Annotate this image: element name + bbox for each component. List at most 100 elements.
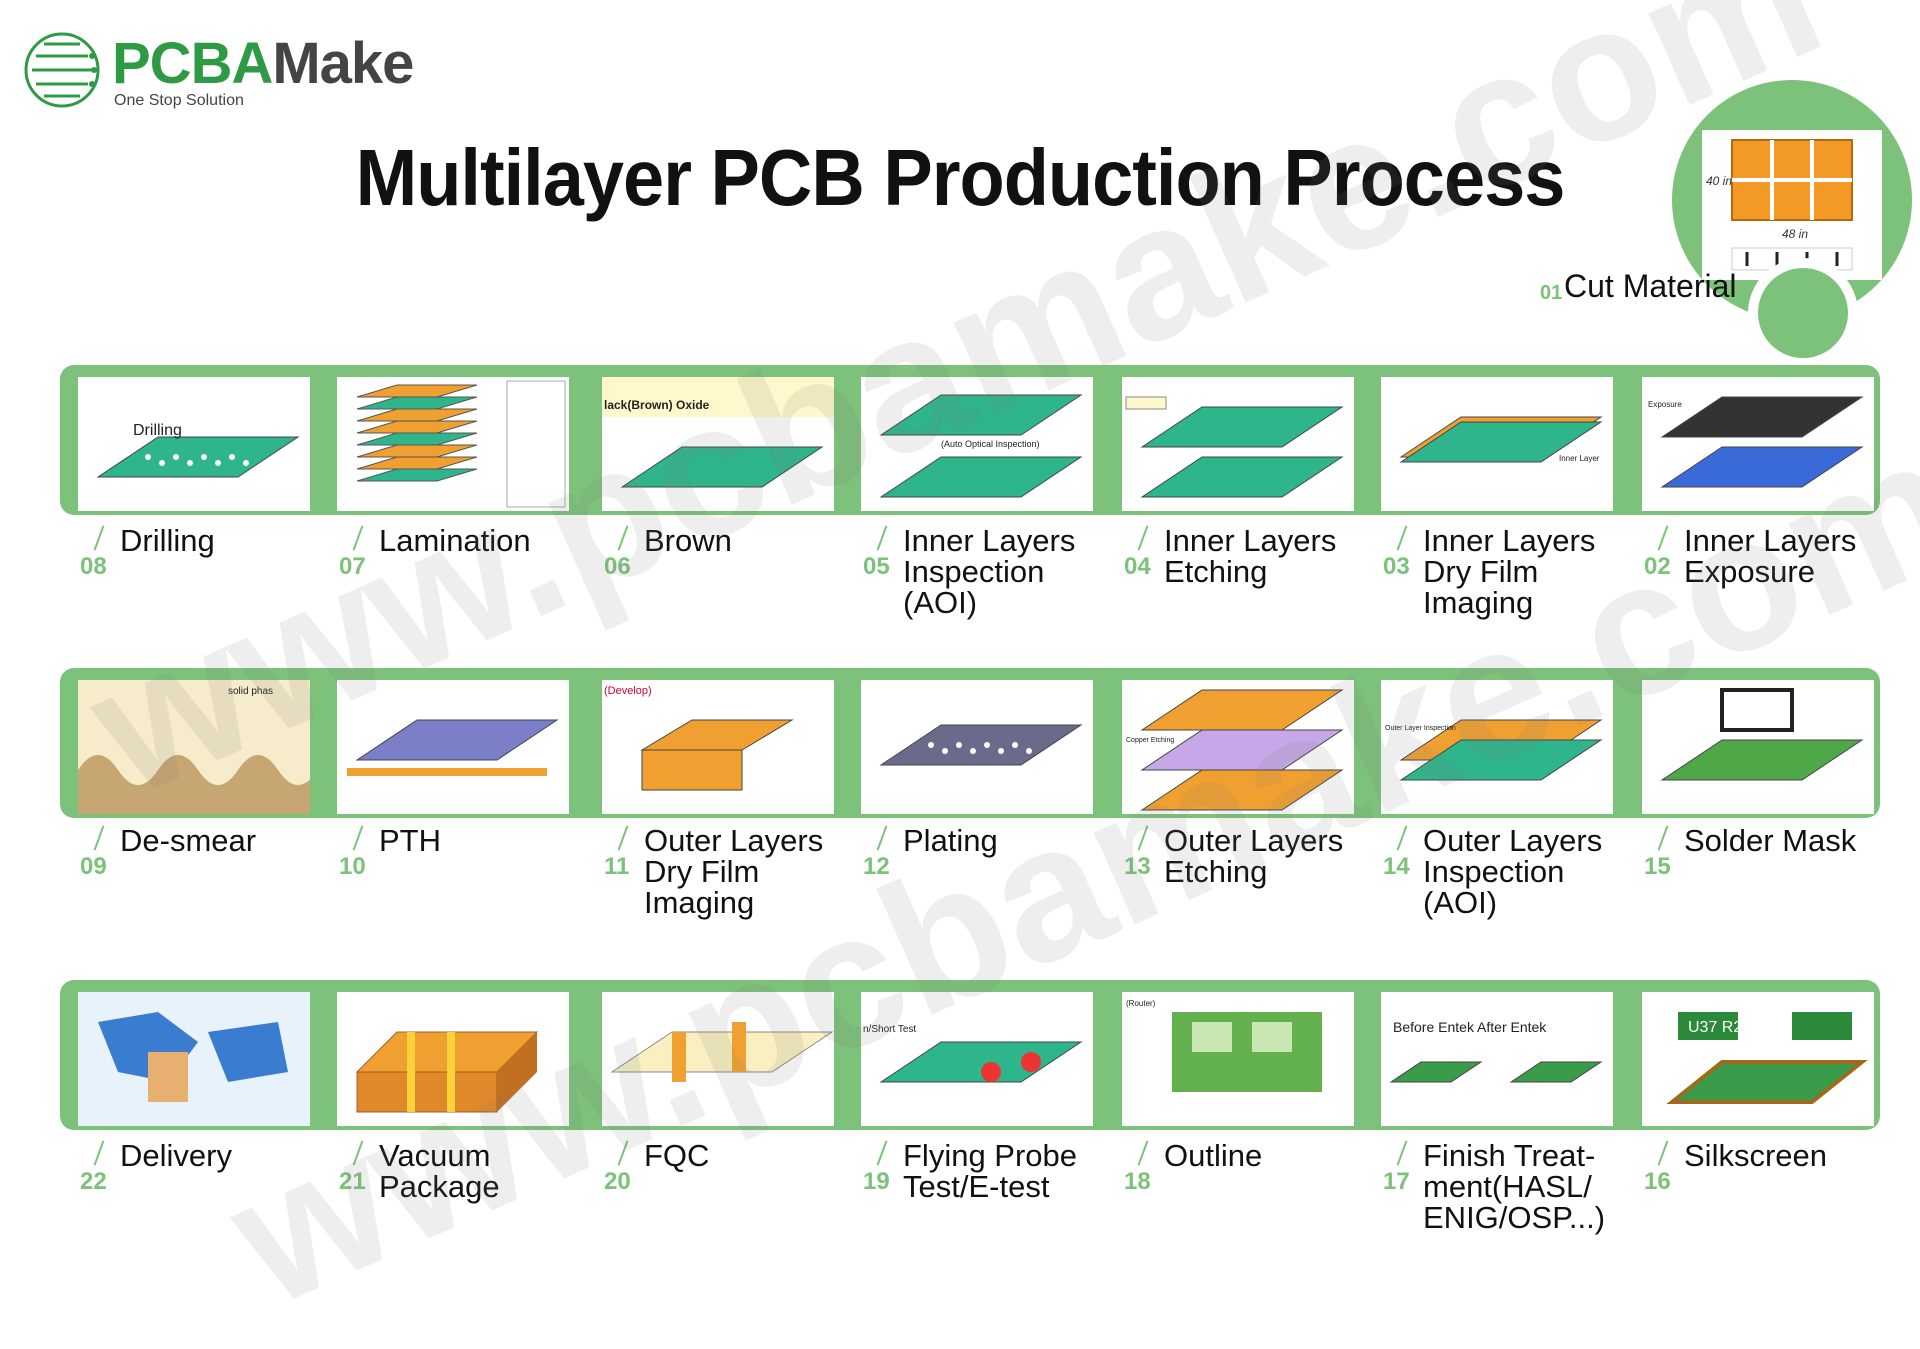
step-05-image: (Auto Optical Inspection) bbox=[861, 377, 1093, 511]
step-08-image: Drilling bbox=[78, 377, 310, 511]
step-number: 07 bbox=[339, 553, 366, 580]
logo-brand-b: Make bbox=[272, 31, 414, 96]
step-label: Cut Material bbox=[1564, 268, 1737, 304]
step-11-image: (Develop) bbox=[602, 680, 834, 814]
step-illustration: (Auto Optical Inspection) bbox=[861, 377, 1093, 511]
step-label: Outline bbox=[1164, 1138, 1263, 1173]
step-label: Outer Layers Inspection (AOI) bbox=[1423, 823, 1603, 920]
step-divider bbox=[1657, 525, 1669, 551]
logo-brand-a: PCBA bbox=[112, 31, 273, 96]
cut-material-connector bbox=[1748, 258, 1858, 368]
step-label: Brown bbox=[644, 523, 732, 558]
step-divider bbox=[876, 825, 888, 851]
step-label: Delivery bbox=[120, 1138, 232, 1173]
step-06: 06 Brown bbox=[604, 525, 844, 635]
step-divider bbox=[1396, 825, 1408, 851]
step-number: 04 bbox=[1124, 553, 1151, 580]
step-label: Outer Layers Etching bbox=[1164, 823, 1344, 889]
step-label: Lamination bbox=[379, 523, 531, 558]
thumb-text: Before Entek After Entek bbox=[1393, 1019, 1547, 1035]
thumb-text: Inner Layer bbox=[1559, 454, 1600, 463]
thumb-text: lack(Brown) Oxide bbox=[604, 398, 710, 412]
step-divider bbox=[1657, 825, 1669, 851]
step-10-image bbox=[337, 680, 569, 814]
step-number: 21 bbox=[339, 1168, 366, 1195]
step-divider bbox=[617, 1140, 629, 1166]
step-22-image bbox=[78, 992, 310, 1126]
step-divider bbox=[352, 825, 364, 851]
step-divider bbox=[1137, 825, 1149, 851]
thumb-text: (Router) bbox=[1126, 999, 1156, 1008]
step-illustration bbox=[337, 992, 569, 1126]
step-number: 18 bbox=[1124, 1168, 1151, 1195]
step-number: 19 bbox=[863, 1168, 890, 1195]
step-label: Plating bbox=[903, 823, 998, 858]
step-label: PTH bbox=[379, 823, 441, 858]
step-09-image: solid phas bbox=[78, 680, 310, 814]
thumb-text: solid phas bbox=[228, 686, 273, 697]
pcb-globe-icon bbox=[24, 32, 100, 108]
step-illustration: Before Entek After Entek bbox=[1381, 992, 1613, 1126]
step-18-image: (Router) bbox=[1122, 992, 1354, 1126]
step-19: 19 Flying Probe Test/E-test bbox=[863, 1140, 1103, 1250]
step-label: Outer Layers Dry Film Imaging bbox=[644, 823, 824, 920]
step-illustration: U37 R28 bbox=[1642, 992, 1874, 1126]
step-17: 17 Finish Treat-ment(HASL/ ENIG/OSP...) bbox=[1383, 1140, 1623, 1250]
step-illustration: (Router) bbox=[1122, 992, 1354, 1126]
step-label: Finish Treat-ment(HASL/ ENIG/OSP...) bbox=[1423, 1138, 1606, 1235]
step-number: 05 bbox=[863, 553, 890, 580]
step-divider bbox=[617, 525, 629, 551]
step-illustration bbox=[78, 992, 310, 1126]
step-14-image: Outer Layer Inspection bbox=[1381, 680, 1613, 814]
step-number: 06 bbox=[604, 553, 631, 580]
thumb-text: n/Short Test bbox=[863, 1024, 916, 1035]
step-02-image: Exposure bbox=[1642, 377, 1874, 511]
step-divider bbox=[876, 525, 888, 551]
step-divider bbox=[93, 1140, 105, 1166]
step-label: Flying Probe Test/E-test bbox=[903, 1138, 1078, 1204]
step-illustration bbox=[861, 680, 1093, 814]
step-illustration bbox=[337, 377, 569, 511]
page-title: Multilayer PCB Production Process bbox=[355, 132, 1566, 223]
step-divider bbox=[1137, 525, 1149, 551]
step-illustration: Copper Etching bbox=[1122, 680, 1354, 814]
step-divider bbox=[1396, 1140, 1408, 1166]
step-divider bbox=[352, 525, 364, 551]
step-06-image: lack(Brown) Oxide bbox=[602, 377, 834, 511]
step-illustration bbox=[1122, 377, 1354, 511]
thumb-text: U37 R28 bbox=[1688, 1019, 1751, 1036]
step-number: 15 bbox=[1644, 853, 1671, 880]
step-07-image bbox=[337, 377, 569, 511]
logo-wordmark: PCBAMake bbox=[112, 30, 414, 97]
step-number: 17 bbox=[1383, 1168, 1410, 1195]
step-illustration: Outer Layer Inspection bbox=[1381, 680, 1613, 814]
step-17-image: Before Entek After Entek bbox=[1381, 992, 1613, 1126]
step-number: 13 bbox=[1124, 853, 1151, 880]
step-number: 20 bbox=[604, 1168, 631, 1195]
step-number: 09 bbox=[80, 853, 107, 880]
step-number: 08 bbox=[80, 553, 107, 580]
dim-width-label: 48 in bbox=[1782, 227, 1808, 241]
step-08: 08 Drilling bbox=[80, 525, 320, 635]
step-label: FQC bbox=[644, 1138, 710, 1173]
step-label: Drilling bbox=[120, 523, 215, 558]
step-divider bbox=[93, 525, 105, 551]
step-illustration: solid phas bbox=[78, 680, 310, 814]
step-18: 18 Outline bbox=[1124, 1140, 1364, 1250]
step-21-image bbox=[337, 992, 569, 1126]
step-divider bbox=[1137, 1140, 1149, 1166]
step-label: Inner Layers Inspection (AOI) bbox=[903, 523, 1076, 620]
step-15-image bbox=[1642, 680, 1874, 814]
step-divider bbox=[352, 1140, 364, 1166]
step-illustration: n/Short Test bbox=[861, 992, 1093, 1126]
step-illustration: Exposure bbox=[1642, 377, 1874, 511]
step-20: 20 FQC bbox=[604, 1140, 844, 1250]
step-19-image: n/Short Test bbox=[861, 992, 1093, 1126]
step-illustration bbox=[337, 680, 569, 814]
